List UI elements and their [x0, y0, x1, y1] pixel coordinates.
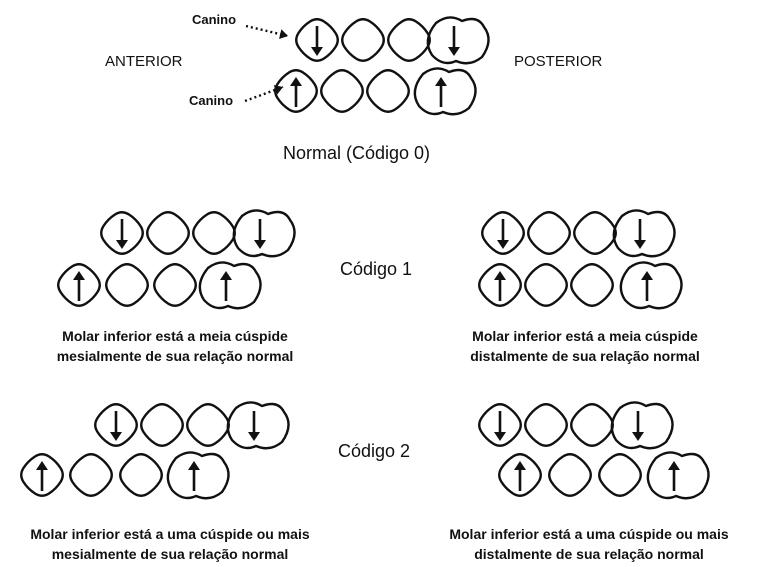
up-arrow-molar-head	[220, 271, 232, 280]
code2-left-caption-line1: Molar inferior está a uma cúspide ou mai…	[0, 524, 340, 544]
down-arrow-canine-head	[311, 47, 323, 56]
canine-upper-label: Canino	[192, 12, 236, 27]
upper-molar	[612, 402, 673, 448]
canine-upper-leader-head	[279, 29, 288, 39]
up-arrow-canine-head	[73, 271, 85, 280]
upper-premolar	[342, 19, 384, 60]
upper-premolar	[193, 212, 235, 253]
down-arrow-canine-head	[116, 240, 128, 249]
down-arrow-molar-head	[634, 240, 646, 249]
lower-premolar	[321, 70, 363, 111]
up-arrow-canine-head	[290, 77, 302, 86]
upper-molar	[614, 210, 675, 256]
lower-molar	[648, 452, 709, 498]
code2-left-teeth	[21, 402, 288, 498]
down-arrow-molar-head	[632, 432, 644, 441]
code1-left-caption-line1: Molar inferior está a meia cúspide	[15, 326, 335, 346]
upper-premolar	[525, 404, 567, 445]
upper-premolar	[388, 19, 430, 60]
lower-molar	[415, 68, 476, 114]
code1-left-caption: Molar inferior está a meia cúspide mesia…	[15, 326, 335, 366]
lower-molar	[621, 262, 682, 308]
down-arrow-canine-head	[497, 240, 509, 249]
lower-premolar	[70, 454, 112, 495]
upper-premolar	[147, 212, 189, 253]
code1-left-caption-line2: mesialmente de sua relação normal	[15, 346, 335, 366]
upper-premolar	[528, 212, 570, 253]
down-arrow-molar-head	[254, 240, 266, 249]
up-arrow-molar-head	[668, 461, 680, 470]
anterior-label: ANTERIOR	[105, 53, 183, 70]
code1-label: Código 1	[340, 259, 412, 280]
code2-right-caption-line1: Molar inferior está a uma cúspide ou mai…	[416, 524, 762, 544]
up-arrow-molar-head	[188, 461, 200, 470]
normal-teeth	[275, 17, 488, 114]
code2-right-caption-line2: distalmente de sua relação normal	[416, 544, 762, 564]
upper-molar	[428, 17, 489, 63]
upper-premolar	[141, 404, 183, 445]
upper-molar	[234, 210, 295, 256]
up-arrow-molar-head	[435, 77, 447, 86]
lower-molar	[168, 452, 229, 498]
lower-premolar	[106, 264, 148, 305]
lower-premolar	[367, 70, 409, 111]
code2-right-caption: Molar inferior está a uma cúspide ou mai…	[416, 524, 762, 564]
upper-premolar	[187, 404, 229, 445]
code1-right-caption-line2: distalmente de sua relação normal	[425, 346, 745, 366]
lower-premolar	[525, 264, 567, 305]
up-arrow-molar-head	[641, 271, 653, 280]
canine-lower-label: Canino	[189, 93, 233, 108]
down-arrow-molar-head	[248, 432, 260, 441]
lower-premolar	[571, 264, 613, 305]
posterior-label: POSTERIOR	[514, 53, 602, 70]
code2-label: Código 2	[338, 441, 410, 462]
lower-premolar	[549, 454, 591, 495]
down-arrow-canine-head	[110, 432, 122, 441]
code1-right-teeth	[479, 210, 681, 308]
code2-left-caption: Molar inferior está a uma cúspide ou mai…	[0, 524, 340, 564]
lower-premolar	[120, 454, 162, 495]
upper-molar	[228, 402, 289, 448]
lower-premolar	[599, 454, 641, 495]
upper-premolar	[574, 212, 616, 253]
code2-left-caption-line2: mesialmente de sua relação normal	[0, 544, 340, 564]
code1-right-caption: Molar inferior está a meia cúspide dista…	[425, 326, 745, 366]
up-arrow-canine-head	[36, 461, 48, 470]
code1-right-caption-line1: Molar inferior está a meia cúspide	[425, 326, 745, 346]
code1-left-teeth	[58, 210, 294, 308]
normal-caption: Normal (Código 0)	[283, 143, 430, 164]
code2-right-teeth	[479, 402, 708, 498]
down-arrow-canine-head	[494, 432, 506, 441]
down-arrow-molar-head	[448, 47, 460, 56]
up-arrow-canine-head	[494, 271, 506, 280]
lower-premolar	[154, 264, 196, 305]
upper-premolar	[571, 404, 613, 445]
lower-molar	[200, 262, 261, 308]
up-arrow-canine-head	[514, 461, 526, 470]
